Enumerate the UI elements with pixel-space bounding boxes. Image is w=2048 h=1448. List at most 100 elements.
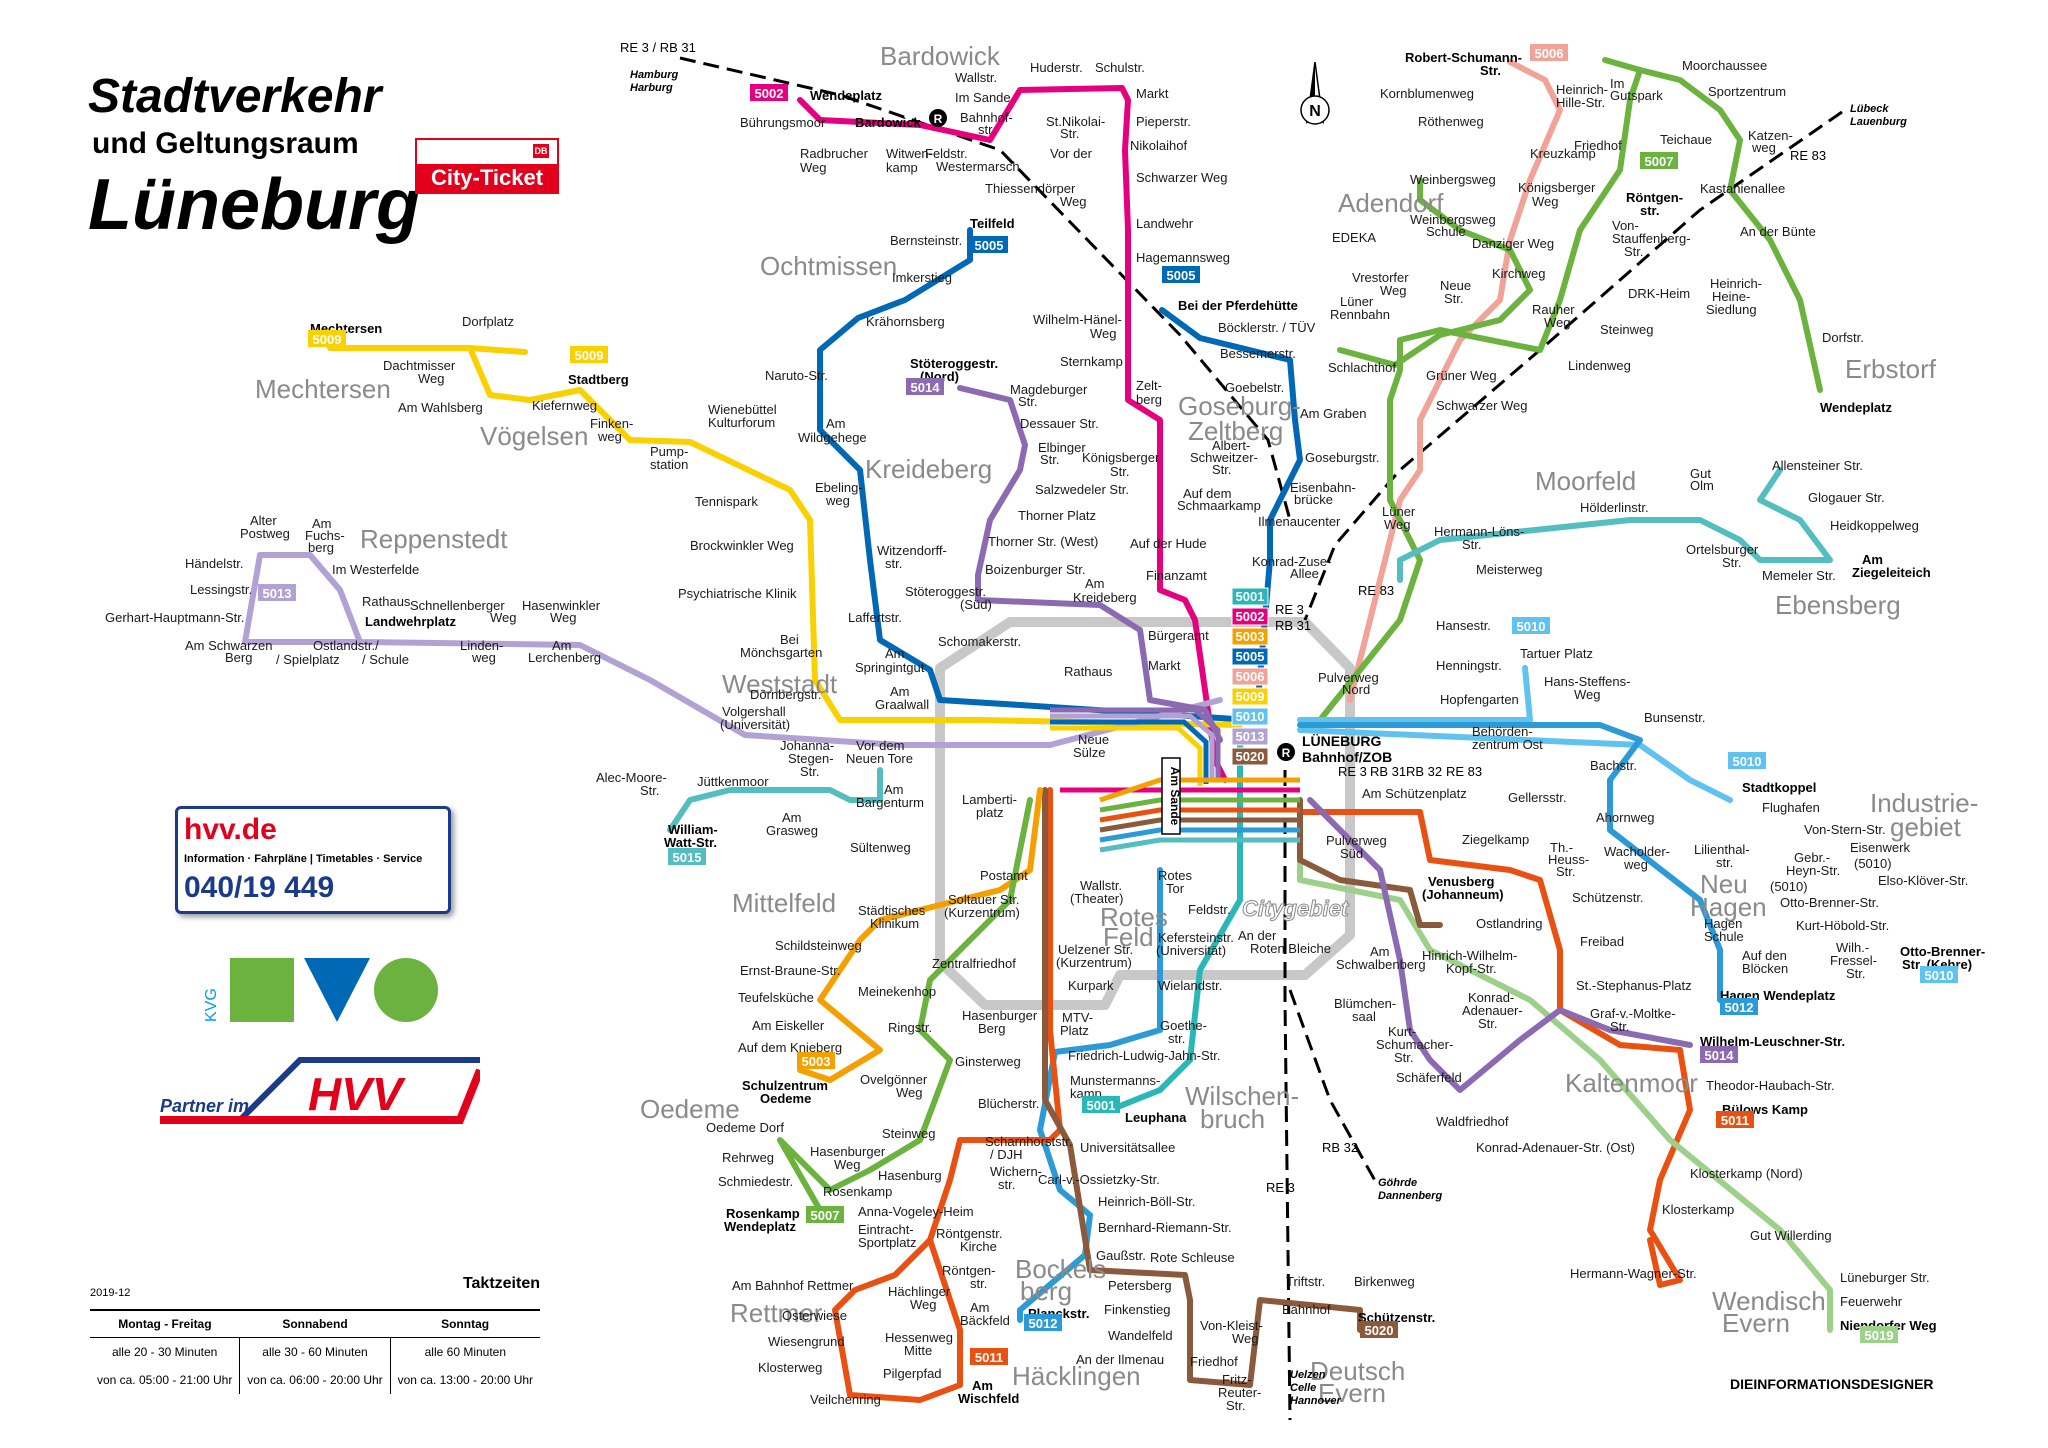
title-line3: Lüneburg bbox=[88, 165, 420, 245]
station-label: Hessenweg bbox=[885, 1330, 953, 1345]
station-label: Oedeme Dorf bbox=[706, 1120, 784, 1135]
district-bardowick: Bardowick bbox=[880, 41, 1001, 71]
station-label: EDEKA bbox=[1332, 230, 1376, 245]
hub-subname: Bahnhof/ZOB bbox=[1302, 749, 1392, 765]
line-5020b bbox=[1042, 787, 1363, 1388]
station-label: Am bbox=[970, 1300, 990, 1315]
station-label: kamp bbox=[886, 160, 918, 175]
station-label: Weg bbox=[1532, 194, 1559, 209]
station-label: zentrum Ost bbox=[1472, 737, 1543, 752]
station-label: Händelstr. bbox=[185, 556, 244, 571]
line-badge-5013: 5013 bbox=[258, 584, 296, 601]
station-label: Carl-v.-Ossietzky-Str. bbox=[1038, 1172, 1160, 1187]
svg-text:5012: 5012 bbox=[1029, 1316, 1058, 1331]
hvv-url[interactable]: hvv.de bbox=[184, 813, 277, 846]
station-label: Flughafen bbox=[1762, 800, 1820, 815]
line-5013 bbox=[257, 552, 1223, 748]
station-label: Triftstr. bbox=[1286, 1274, 1325, 1289]
svg-text:5005: 5005 bbox=[975, 238, 1004, 253]
station-label: Th.- bbox=[1550, 840, 1573, 855]
station-label: Pulverweg bbox=[1318, 670, 1379, 685]
rail-destination: Lauenburg bbox=[1850, 116, 1907, 128]
station-label: Auf der Hude bbox=[1130, 536, 1207, 551]
station-label: Kefersteinstr. bbox=[1158, 930, 1234, 945]
hvv-phone: 040/19 449 bbox=[184, 871, 335, 904]
station-label: Westermarsch bbox=[936, 159, 1020, 174]
station-label: Hächlinger bbox=[888, 1284, 951, 1299]
station-label: Bachstr. bbox=[1590, 758, 1637, 773]
station-label: Str. bbox=[1624, 244, 1644, 259]
station-label: Steinweg bbox=[1600, 322, 1653, 337]
station-label: Steinweg bbox=[882, 1126, 935, 1141]
station-label: Soltauer Str. bbox=[948, 892, 1020, 907]
station-label: Sportzentrum bbox=[1708, 84, 1786, 99]
district-mechtersen: Mechtersen bbox=[255, 374, 391, 404]
station-label: weg bbox=[471, 650, 496, 665]
rail-destination: Uelzen bbox=[1290, 1369, 1326, 1381]
station-label: Teufelsküche bbox=[738, 990, 814, 1005]
station-label: Str. bbox=[1556, 864, 1576, 879]
station-label: Am bbox=[826, 416, 846, 431]
station-label: Röntgenstr. bbox=[936, 1226, 1003, 1241]
line-badge-5010: 5010 bbox=[1728, 752, 1766, 769]
rail-destination: Hannover bbox=[1290, 1395, 1341, 1407]
line-5015 bbox=[1397, 467, 1833, 583]
station-label: Schomakerstr. bbox=[938, 634, 1021, 649]
station-label: Jüttkenmoor bbox=[697, 774, 769, 789]
svg-text:Am Sande: Am Sande bbox=[1168, 767, 1182, 826]
svg-text:5003: 5003 bbox=[802, 1054, 831, 1069]
svg-text:5010: 5010 bbox=[1925, 968, 1954, 983]
station-label: St.-Stephanus-Platz bbox=[1576, 978, 1692, 993]
station-label: Bührungsmoor bbox=[740, 115, 826, 130]
city-zone bbox=[935, 617, 1355, 1010]
hub-badge-5003: 5003 bbox=[1231, 627, 1269, 646]
station-label: Ilmenaucenter bbox=[1258, 514, 1341, 529]
station-label: Blücherstr. bbox=[978, 1096, 1039, 1111]
station-label: Stauffenberg- bbox=[1612, 231, 1691, 246]
station-label: Am bbox=[884, 782, 904, 797]
station-label: Im bbox=[1610, 76, 1624, 91]
station-label: Naruto-Str. bbox=[765, 368, 828, 383]
station-label: Neue bbox=[1440, 278, 1471, 293]
bardowick-rail: R bbox=[929, 109, 947, 127]
rail-label: RE 83 bbox=[1446, 764, 1482, 779]
station-label: Bargenturm bbox=[856, 795, 924, 810]
station-label: Bei der Pferdehütte bbox=[1178, 298, 1298, 313]
station-label: Weg bbox=[1232, 1331, 1259, 1346]
svg-text:Partner im: Partner im bbox=[160, 1096, 249, 1116]
svg-text:R: R bbox=[1282, 746, 1291, 760]
line-badge-5001: 5001 bbox=[1082, 1096, 1120, 1113]
station-label: Weg bbox=[1384, 517, 1411, 532]
hvv-info: Information · Fahrpläne | Timetables · S… bbox=[184, 853, 423, 865]
line-5012 bbox=[1297, 722, 1723, 1003]
station-label: Goebelstr. bbox=[1225, 380, 1284, 395]
district-bockelsberg: Bockels bbox=[1015, 1254, 1106, 1284]
station-label: Am bbox=[1085, 576, 1105, 591]
station-label: Wandelfeld bbox=[1108, 1328, 1173, 1343]
timetable-table: Montag - Freitag Sonnabend Sonntag alle … bbox=[90, 1309, 540, 1394]
station-label: Rosenkamp bbox=[823, 1184, 892, 1199]
svg-text:5014: 5014 bbox=[911, 380, 941, 395]
station-label: Zentralfriedhof bbox=[932, 956, 1016, 971]
station-label: Goseburgstr. bbox=[1305, 450, 1379, 465]
line-badge-5012: 5012 bbox=[1720, 998, 1758, 1015]
station-label: saal bbox=[1352, 1009, 1376, 1024]
station-label: Rote Schleuse bbox=[1150, 1250, 1235, 1265]
station-label: Pulverweg bbox=[1326, 833, 1387, 848]
hub-badge-5010: 5010 bbox=[1231, 707, 1269, 726]
station-label: Rathaus bbox=[1064, 664, 1113, 679]
station-label: Schwalbenberg bbox=[1336, 957, 1426, 972]
station-label: Str. bbox=[1722, 555, 1742, 570]
station-label: Schildsteinweg bbox=[775, 938, 862, 953]
station-label: Elbinger bbox=[1038, 440, 1086, 455]
station-label: Hans-Steffens- bbox=[1544, 674, 1630, 689]
station-label: Universitätsallee bbox=[1080, 1140, 1175, 1155]
svg-text:5005: 5005 bbox=[1236, 649, 1265, 664]
station-label: Tartuer Platz bbox=[1520, 646, 1593, 661]
svg-text:5013: 5013 bbox=[1236, 729, 1265, 744]
station-label: Wacholder- bbox=[1604, 844, 1670, 859]
station-label: Stadtkoppel bbox=[1742, 780, 1816, 795]
center-bundle bbox=[1050, 707, 1300, 853]
